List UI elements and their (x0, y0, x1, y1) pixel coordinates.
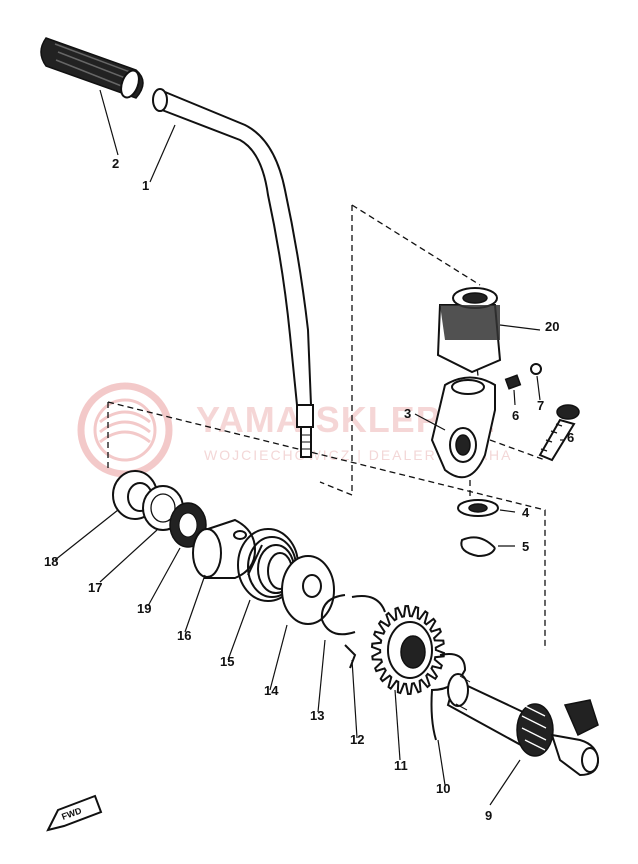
part-label-14: 14 (264, 683, 279, 698)
spring-guide-part (192, 518, 257, 579)
part-label-18: 18 (44, 554, 58, 569)
part-label-5: 5 (522, 539, 529, 554)
part-label-7: 7 (537, 398, 544, 413)
snap-ring-part (320, 594, 386, 636)
part-label-12: 12 (350, 732, 364, 747)
part-label-3: 3 (404, 406, 411, 421)
ball-part (530, 363, 542, 375)
small-spring-part (504, 374, 522, 390)
part-label-4: 4 (522, 505, 530, 520)
part-label-2: 2 (112, 156, 119, 171)
watermark-subtitle: WOJCIECHOWICZ | DEALER YAMAHA (204, 447, 512, 463)
clip-part (344, 644, 357, 669)
kick-gear-part (370, 604, 446, 696)
part-label-16: 16 (177, 628, 191, 643)
part-label-11: 11 (394, 758, 408, 773)
part-labels: 2 1 3 4 5 6 6 7 9 10 11 12 13 14 15 16 1… (44, 156, 574, 823)
part-label-6a: 6 (512, 408, 519, 423)
kick-grip-part (40, 37, 144, 99)
kick-shaft-part (446, 673, 600, 777)
watermark-logo-icon (77, 382, 173, 478)
part-label-13: 13 (310, 708, 324, 723)
spring-cover-part (281, 555, 335, 625)
part-label-15: 15 (220, 654, 234, 669)
rubber-boot-part (436, 287, 502, 374)
bolt-part (538, 404, 580, 462)
kick-arm-part (152, 88, 314, 458)
part-label-1: 1 (142, 178, 149, 193)
part-label-17: 17 (88, 580, 102, 595)
part-label-20: 20 (545, 319, 559, 334)
part-label-10: 10 (436, 781, 450, 796)
washer-part (457, 499, 499, 517)
part-label-19: 19 (137, 601, 151, 616)
forward-direction-icon: FWD (46, 794, 103, 832)
part-label-6b: 6 (567, 430, 574, 445)
kick-boss-part (430, 376, 496, 479)
circlip-part (460, 536, 496, 558)
leader-lines (54, 89, 565, 806)
part-label-9: 9 (485, 808, 492, 823)
